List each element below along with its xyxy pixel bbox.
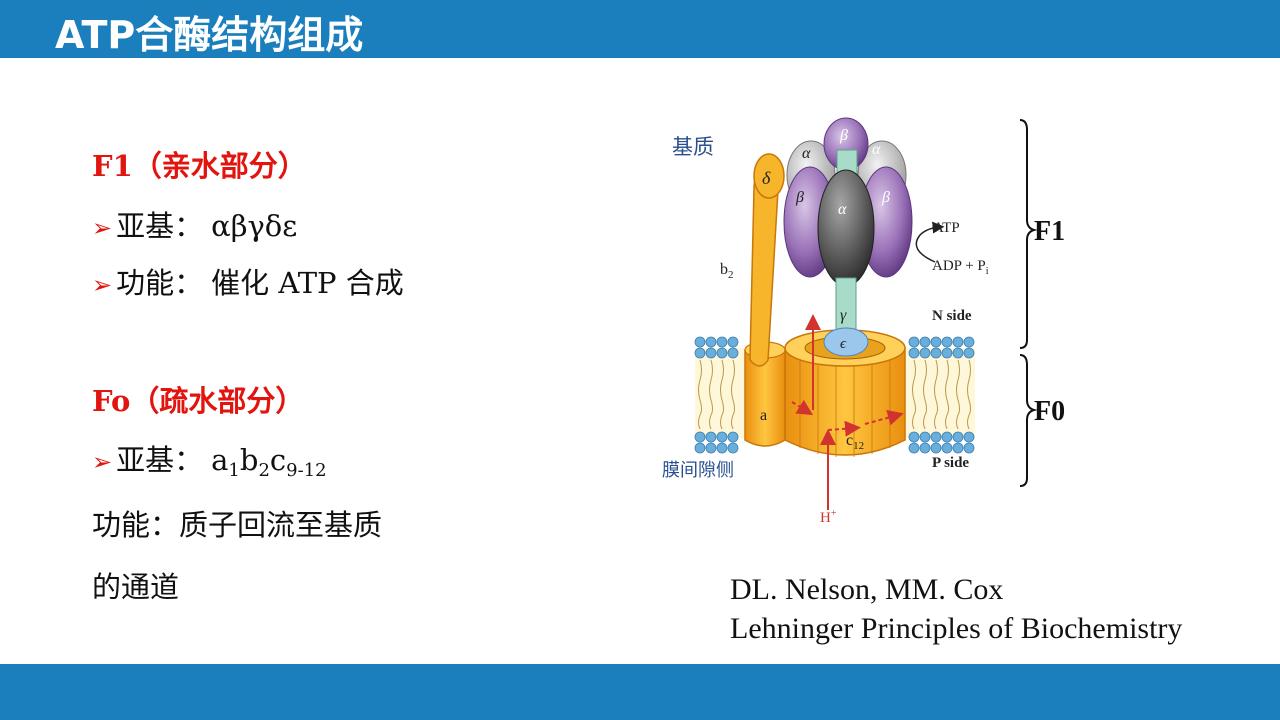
f1-subunits-label: 亚基： <box>116 209 204 243</box>
proton-label: H+ <box>820 508 837 526</box>
f1-subunits-value: αβγδε <box>211 209 298 243</box>
beta-top-label: β <box>839 127 848 144</box>
page-title: ATP合酶结构组成 <box>55 13 364 57</box>
f0-brace-label: F0 <box>1034 396 1065 427</box>
fo-subunits-label: 亚基： <box>116 443 204 477</box>
atp-label: ATP <box>933 220 960 236</box>
c12-label: c12 <box>846 432 864 452</box>
matrix-label: 基质 <box>672 135 714 159</box>
beta-right-label: β <box>881 189 890 206</box>
delta-subunit <box>753 153 785 199</box>
fo-subunit-a: a <box>211 443 229 477</box>
p-side-label: P side <box>932 455 969 471</box>
f1-brace-label: F1 <box>1034 216 1065 247</box>
epsilon-label: ϵ <box>840 336 847 352</box>
b2-stalk <box>749 170 779 367</box>
fo-subunit-b-count: 2 <box>258 460 270 481</box>
title-bar: ATP合酶结构组成 <box>0 0 1280 58</box>
beta-left-label: β <box>795 189 804 206</box>
delta-label: δ <box>762 168 771 188</box>
alpha-left-label: α <box>802 145 811 162</box>
atp-arrow <box>915 221 945 263</box>
fo-subunit-c-count: 9-12 <box>286 460 327 481</box>
fo-heading: Fo（疏水部分） <box>92 384 305 418</box>
f1-head <box>783 117 913 287</box>
fo-function-line2: 的通道 <box>92 570 180 604</box>
intermembrane-label: 膜间隙侧 <box>662 460 734 481</box>
a-label: a <box>760 407 767 424</box>
fo-subunit-a-count: 1 <box>228 460 240 481</box>
f1-subunits-line: ➢亚基：αβγδε <box>92 203 297 245</box>
f0-brace <box>1019 354 1038 487</box>
bullet-arrow-icon: ➢ <box>92 448 113 476</box>
footer-bar <box>0 664 1280 720</box>
f1-function-value: 催化 ATP 合成 <box>211 266 404 300</box>
fo-subunit-b: b <box>239 443 259 477</box>
f1-heading: F1（亲水部分） <box>92 149 307 183</box>
b2-label: b2 <box>720 261 734 281</box>
citation-authors: DL. Nelson, MM. Cox <box>730 573 1004 606</box>
proton-path <box>791 314 904 510</box>
alpha-center-label: α <box>838 201 847 218</box>
adp-label: ADP + Pi <box>932 258 989 277</box>
fo-subunits-line: ➢亚基：a1b2c9-12 <box>92 437 327 481</box>
fo-subunit-c: c <box>269 443 287 477</box>
bullet-arrow-icon: ➢ <box>92 214 113 242</box>
gamma-label: γ <box>840 307 847 324</box>
epsilon-subunit <box>823 327 869 357</box>
citation-book: Lehninger Principles of Biochemistry <box>730 612 1183 645</box>
bullet-arrow-icon: ➢ <box>92 271 113 299</box>
f1-brace <box>1019 119 1038 349</box>
f1-function-label: 功能： <box>116 266 204 300</box>
n-side-label: N side <box>932 308 972 324</box>
f1-function-line: ➢功能：催化 ATP 合成 <box>92 260 404 302</box>
atp-synthase-diagram: 基质 膜间隙侧 δ b2 β α α β β α γ ϵ a c12 ATP A… <box>662 117 1065 526</box>
alpha-right-label: α <box>872 141 881 158</box>
fo-function-line1: 功能：质子回流至基质 <box>92 508 383 542</box>
